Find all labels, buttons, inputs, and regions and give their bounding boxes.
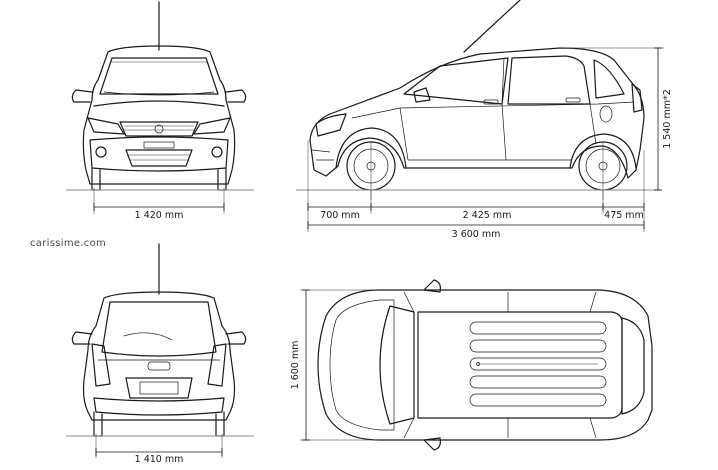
height-dimension: 1 540 mm*2 [560, 47, 673, 191]
watermark: carissime.com [30, 238, 106, 249]
front-overhang-label: 700 mm [320, 210, 360, 221]
height-label: 1 540 mm*2 [662, 89, 673, 149]
front-track-label: 1 420 mm [135, 210, 184, 221]
wheelbase-label: 2 425 mm [463, 210, 512, 221]
width-label: 1 600 mm [290, 341, 301, 390]
front-track-dimension: 1 420 mm [93, 188, 225, 221]
rear-track-dimension: 1 410 mm [95, 434, 223, 465]
top-view [317, 279, 653, 451]
overall-length-label: 3 600 mm [452, 229, 501, 240]
rear-overhang-label: 475 mm [604, 210, 644, 221]
rear-track-label: 1 410 mm [135, 454, 184, 465]
rear-view [71, 243, 247, 437]
length-dimensions: 700 mm 2 425 mm 475 mm 3 600 mm [307, 140, 645, 240]
front-view [71, 1, 247, 191]
side-view [309, 0, 645, 200]
width-dimension: 1 600 mm [290, 289, 380, 441]
